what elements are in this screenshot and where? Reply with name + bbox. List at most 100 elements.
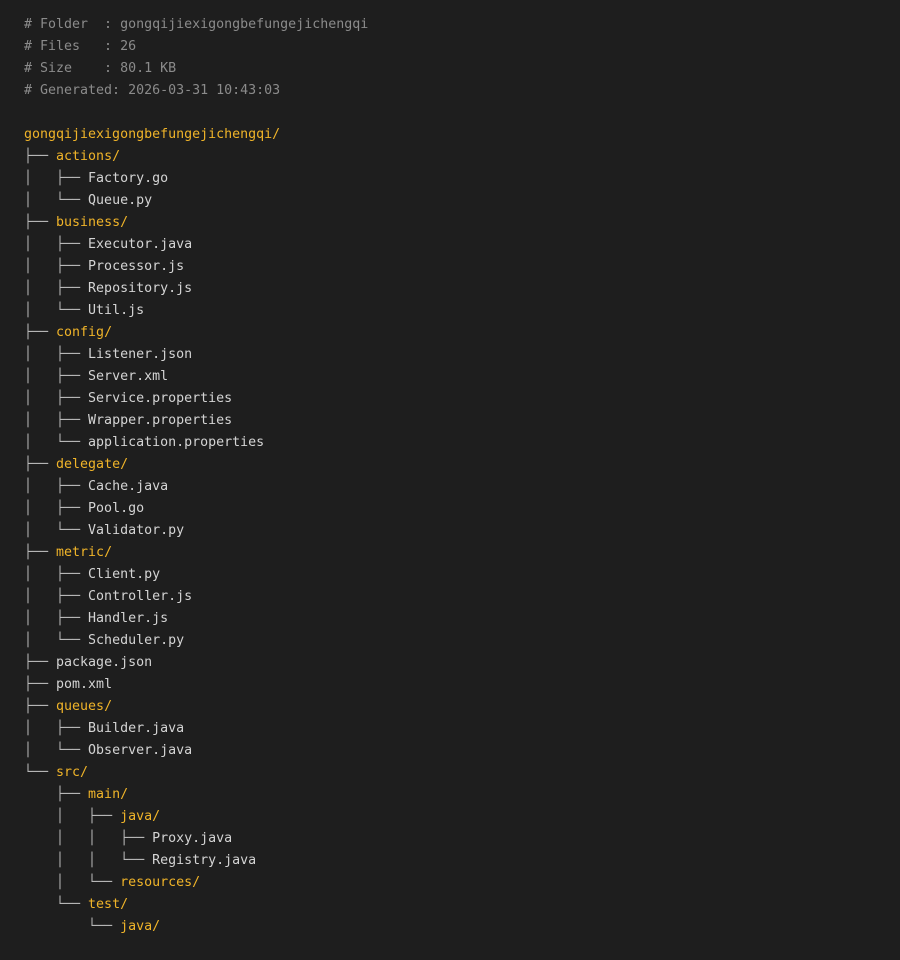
tree-connector: │ └── bbox=[24, 743, 89, 758]
tree-connector: │ └── bbox=[24, 875, 121, 890]
file-name[interactable]: Handler.js bbox=[88, 611, 169, 626]
file-name[interactable]: Pool.go bbox=[88, 501, 145, 516]
tree-folder-row[interactable]: └── src/ bbox=[24, 762, 900, 784]
tree-folder-row[interactable]: ├── config/ bbox=[24, 322, 900, 344]
folder-name[interactable]: java/ bbox=[120, 919, 161, 934]
tree-connector: │ ├── bbox=[24, 369, 89, 384]
tree-connector: │ ├── bbox=[24, 611, 89, 626]
tree-file-row[interactable]: │ └── Queue.py bbox=[24, 190, 900, 212]
tree-connector: │ ├── bbox=[24, 721, 89, 736]
tree-connector: ├── bbox=[24, 677, 57, 692]
tree-file-row[interactable]: │ └── application.properties bbox=[24, 432, 900, 454]
tree-file-row[interactable]: │ ├── Client.py bbox=[24, 564, 900, 586]
tree-connector: │ ├── bbox=[24, 809, 121, 824]
tree-folder-row[interactable]: ├── main/ bbox=[24, 784, 900, 806]
tree-connector: │ │ ├── bbox=[24, 831, 153, 846]
folder-name[interactable]: queues/ bbox=[56, 699, 113, 714]
tree-connector: │ └── bbox=[24, 633, 89, 648]
tree-connector: │ ├── bbox=[24, 501, 89, 516]
tree-connector: │ ├── bbox=[24, 479, 89, 494]
tree-connector: ├── bbox=[24, 149, 57, 164]
tree-root-folder[interactable]: gongqijiexigongbefungejichengqi/ bbox=[24, 127, 281, 142]
file-name[interactable]: Scheduler.py bbox=[88, 633, 185, 648]
folder-name[interactable]: test/ bbox=[88, 897, 129, 912]
file-name[interactable]: pom.xml bbox=[56, 677, 113, 692]
file-name[interactable]: Repository.js bbox=[88, 281, 193, 296]
tree-file-row[interactable]: │ ├── Pool.go bbox=[24, 498, 900, 520]
tree-connector: │ └── bbox=[24, 523, 89, 538]
tree-folder-row[interactable]: └── test/ bbox=[24, 894, 900, 916]
tree-file-row[interactable]: │ └── Validator.py bbox=[24, 520, 900, 542]
tree-connector: │ ├── bbox=[24, 391, 89, 406]
file-name[interactable]: application.properties bbox=[88, 435, 265, 450]
tree-folder-row[interactable]: ├── delegate/ bbox=[24, 454, 900, 476]
tree-file-row[interactable]: ├── pom.xml bbox=[24, 674, 900, 696]
file-name[interactable]: package.json bbox=[56, 655, 153, 670]
folder-name[interactable]: metric/ bbox=[56, 545, 113, 560]
file-name[interactable]: Util.js bbox=[88, 303, 145, 318]
folder-name[interactable]: config/ bbox=[56, 325, 113, 340]
file-name[interactable]: Processor.js bbox=[88, 259, 185, 274]
tree-connector: │ ├── bbox=[24, 259, 89, 274]
tree-folder-row[interactable]: │ ├── java/ bbox=[24, 806, 900, 828]
tree-folder-row[interactable]: ├── queues/ bbox=[24, 696, 900, 718]
tree-connector: ├── bbox=[24, 787, 89, 802]
tree-file-row[interactable]: │ ├── Builder.java bbox=[24, 718, 900, 740]
tree-file-row[interactable]: │ ├── Controller.js bbox=[24, 586, 900, 608]
tree-connector: │ ├── bbox=[24, 281, 89, 296]
file-name[interactable]: Builder.java bbox=[88, 721, 185, 736]
tree-connector: │ └── bbox=[24, 303, 89, 318]
tree-connector: │ └── bbox=[24, 435, 89, 450]
tree-file-row[interactable]: │ └── Scheduler.py bbox=[24, 630, 900, 652]
file-name[interactable]: Proxy.java bbox=[152, 831, 233, 846]
folder-name[interactable]: resources/ bbox=[120, 875, 201, 890]
tree-file-row[interactable]: ├── package.json bbox=[24, 652, 900, 674]
tree-file-row[interactable]: │ ├── Executor.java bbox=[24, 234, 900, 256]
folder-name[interactable]: delegate/ bbox=[56, 457, 129, 472]
tree-folder-row[interactable]: ├── metric/ bbox=[24, 542, 900, 564]
tree-file-row[interactable]: │ ├── Wrapper.properties bbox=[24, 410, 900, 432]
file-name[interactable]: Cache.java bbox=[88, 479, 169, 494]
tree-file-row[interactable]: │ ├── Service.properties bbox=[24, 388, 900, 410]
file-name[interactable]: Controller.js bbox=[88, 589, 193, 604]
folder-name[interactable]: java/ bbox=[120, 809, 161, 824]
file-name[interactable]: Validator.py bbox=[88, 523, 185, 538]
tree-connector: │ └── bbox=[24, 193, 89, 208]
tree-connector: └── bbox=[24, 765, 57, 780]
folder-name[interactable]: main/ bbox=[88, 787, 129, 802]
tree-file-row[interactable]: │ │ ├── Proxy.java bbox=[24, 828, 900, 850]
folder-name[interactable]: src/ bbox=[56, 765, 89, 780]
file-name[interactable]: Executor.java bbox=[88, 237, 193, 252]
file-name[interactable]: Listener.json bbox=[88, 347, 193, 362]
tree-file-row[interactable]: │ ├── Handler.js bbox=[24, 608, 900, 630]
tree-file-row[interactable]: │ ├── Cache.java bbox=[24, 476, 900, 498]
tree-connector: │ ├── bbox=[24, 237, 89, 252]
file-name[interactable]: Wrapper.properties bbox=[88, 413, 233, 428]
tree-folder-row[interactable]: ├── actions/ bbox=[24, 146, 900, 168]
file-name[interactable]: Client.py bbox=[88, 567, 161, 582]
tree-file-row[interactable]: │ └── Util.js bbox=[24, 300, 900, 322]
tree-folder-row[interactable]: └── java/ bbox=[24, 916, 900, 938]
tree-file-row[interactable]: │ ├── Server.xml bbox=[24, 366, 900, 388]
folder-name[interactable]: actions/ bbox=[56, 149, 121, 164]
tree-folder-row[interactable]: ├── business/ bbox=[24, 212, 900, 234]
file-name[interactable]: Service.properties bbox=[88, 391, 233, 406]
file-name[interactable]: Server.xml bbox=[88, 369, 169, 384]
size-comment-line: # Size : 80.1 KB bbox=[24, 61, 177, 76]
file-name[interactable]: Registry.java bbox=[152, 853, 257, 868]
file-name[interactable]: Queue.py bbox=[88, 193, 153, 208]
file-name[interactable]: Observer.java bbox=[88, 743, 193, 758]
tree-file-row[interactable]: │ └── Observer.java bbox=[24, 740, 900, 762]
tree-file-row[interactable]: │ │ └── Registry.java bbox=[24, 850, 900, 872]
tree-file-row[interactable]: │ ├── Repository.js bbox=[24, 278, 900, 300]
tree-file-row[interactable]: │ ├── Processor.js bbox=[24, 256, 900, 278]
file-name[interactable]: Factory.go bbox=[88, 171, 169, 186]
blank-line bbox=[24, 102, 900, 124]
folder-name[interactable]: business/ bbox=[56, 215, 129, 230]
tree-file-row[interactable]: │ ├── Listener.json bbox=[24, 344, 900, 366]
tree-folder-row[interactable]: │ └── resources/ bbox=[24, 872, 900, 894]
tree-connector: ├── bbox=[24, 325, 57, 340]
tree-file-row[interactable]: │ ├── Factory.go bbox=[24, 168, 900, 190]
file-tree: ├── actions/│ ├── Factory.go│ └── Queue.… bbox=[24, 146, 900, 938]
tree-connector: └── bbox=[24, 897, 89, 912]
